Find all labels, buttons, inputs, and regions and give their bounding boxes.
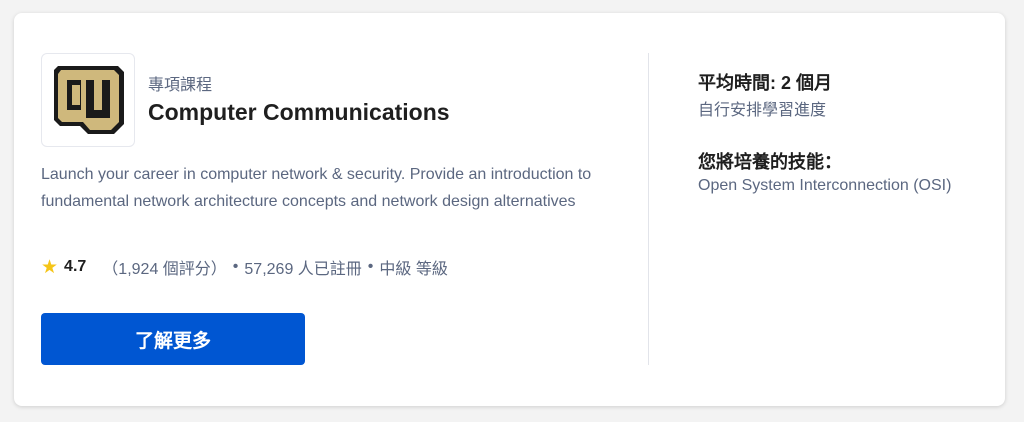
course-description: Launch your career in computer network &… [41, 166, 592, 210]
course-meta: ★ 4.7 （1,924 個評分） • 57,269 人已註冊 • 中級 等級 [41, 255, 448, 279]
skills-heading: 您將培養的技能： [698, 152, 842, 172]
pace: 自行安排學習進度 [698, 102, 827, 119]
separator-dot: • [232, 258, 239, 275]
learn-more-button[interactable]: 了解更多 [41, 313, 305, 365]
divider [648, 53, 649, 365]
duration: 平均時間: 2 個月 [698, 73, 833, 93]
star-icon: ★ [41, 256, 59, 278]
rating-count: （1,924 個評分） [102, 261, 227, 278]
university-logo [41, 53, 135, 147]
course-card: 專項課程 Computer Communications Launch your… [14, 13, 1005, 406]
cu-logo-icon [54, 66, 124, 134]
enrolled-count: 57,269 人已註冊 [244, 261, 362, 278]
course-type-label: 專項課程 [148, 77, 213, 94]
course-level: 中級 等級 [379, 261, 448, 278]
skills-list: Open System Interconnection (OSI) [698, 177, 952, 194]
separator-dot: • [367, 258, 374, 275]
rating-value: 4.7 [64, 258, 87, 275]
course-title[interactable]: Computer Communications [148, 99, 450, 125]
